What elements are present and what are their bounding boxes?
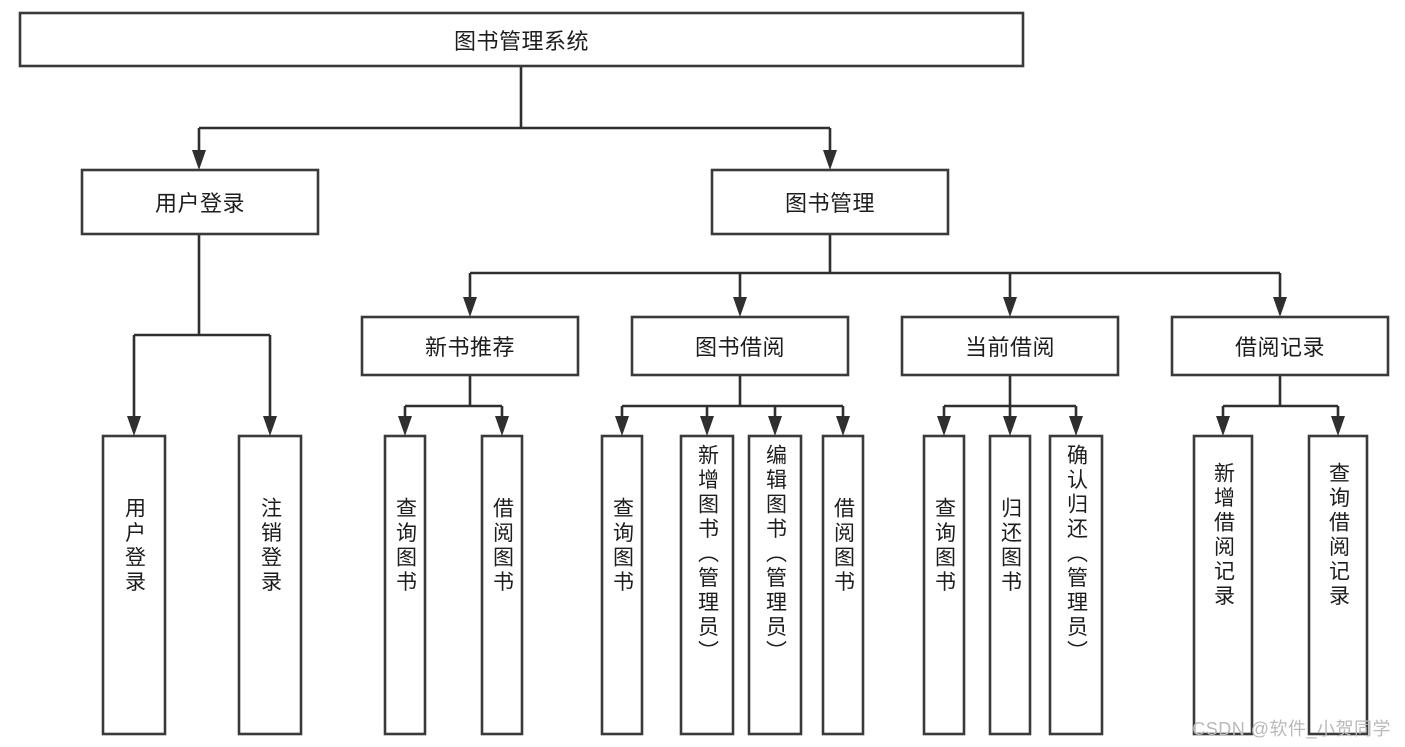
- edge-borrow-record-to-leaves: [1221, 375, 1340, 418]
- edge-book-borrow-to-leaves: [620, 375, 845, 418]
- node-box-leaf-borrow-book-2[interactable]: [821, 434, 865, 736]
- node-box-leaf-query-book-3[interactable]: [922, 434, 966, 736]
- node-box-user-login[interactable]: [80, 168, 320, 236]
- arrowhead-leaf-borrow-book-1: [495, 416, 509, 436]
- arrowhead-leaf-user-login: [127, 416, 141, 436]
- arrowhead-leaf-query-book-3: [937, 416, 951, 436]
- arrowhead-leaf-query-book-1: [398, 416, 412, 436]
- node-box-book-borrow[interactable]: [630, 315, 850, 377]
- edge-new-book-rec-to-leaves: [403, 375, 504, 418]
- connector-layer: [127, 66, 1345, 436]
- arrowhead-book-manage: [823, 150, 837, 170]
- arrowhead-leaf-query-record: [1331, 416, 1345, 436]
- arrowhead-leaf-add-record: [1216, 416, 1230, 436]
- node-box-leaf-return-book[interactable]: [988, 434, 1032, 736]
- arrowhead-borrow-record: [1273, 297, 1287, 317]
- arrowhead-leaf-logout: [263, 416, 277, 436]
- arrowhead-leaf-query-book-2: [615, 416, 629, 436]
- node-layer: [18, 11, 1390, 736]
- node-box-leaf-query-book-1[interactable]: [383, 434, 427, 736]
- arrowhead-new-book-rec: [463, 297, 477, 317]
- edge-current-borrow-to-leaves: [942, 375, 1078, 418]
- arrowhead-current-borrow: [1003, 297, 1017, 317]
- arrowhead-leaf-borrow-book-2: [836, 416, 850, 436]
- node-box-root[interactable]: [18, 11, 1025, 68]
- arrowhead-book-borrow: [733, 297, 747, 317]
- arrowhead-leaf-confirm-return: [1069, 416, 1083, 436]
- node-box-leaf-logout[interactable]: [237, 434, 303, 736]
- node-box-book-manage[interactable]: [710, 168, 950, 236]
- edge-user-login-to-leaves: [132, 234, 272, 418]
- arrowhead-leaf-edit-book: [768, 416, 782, 436]
- node-box-leaf-edit-book[interactable]: [747, 434, 803, 736]
- node-box-leaf-query-book-2[interactable]: [600, 434, 644, 736]
- node-box-leaf-query-record[interactable]: [1307, 434, 1369, 736]
- node-box-current-borrow[interactable]: [900, 315, 1120, 377]
- arrowhead-leaf-return-book: [1003, 416, 1017, 436]
- edge-root-to-level2: [197, 66, 830, 152]
- node-box-leaf-add-record[interactable]: [1192, 434, 1254, 736]
- arrowhead-leaf-add-book: [700, 416, 714, 436]
- node-box-leaf-add-book[interactable]: [679, 434, 735, 736]
- node-box-leaf-confirm-return[interactable]: [1048, 434, 1104, 736]
- node-box-new-book-rec[interactable]: [360, 315, 580, 377]
- node-box-leaf-user-login[interactable]: [101, 434, 167, 736]
- watermark-text: CSDN @软件_小贺同学: [1192, 719, 1391, 739]
- edge-book-manage-to-level3: [468, 234, 1282, 300]
- arrowhead-user-login: [192, 150, 206, 170]
- node-box-borrow-record[interactable]: [1170, 315, 1390, 377]
- node-box-leaf-borrow-book-1[interactable]: [480, 434, 524, 736]
